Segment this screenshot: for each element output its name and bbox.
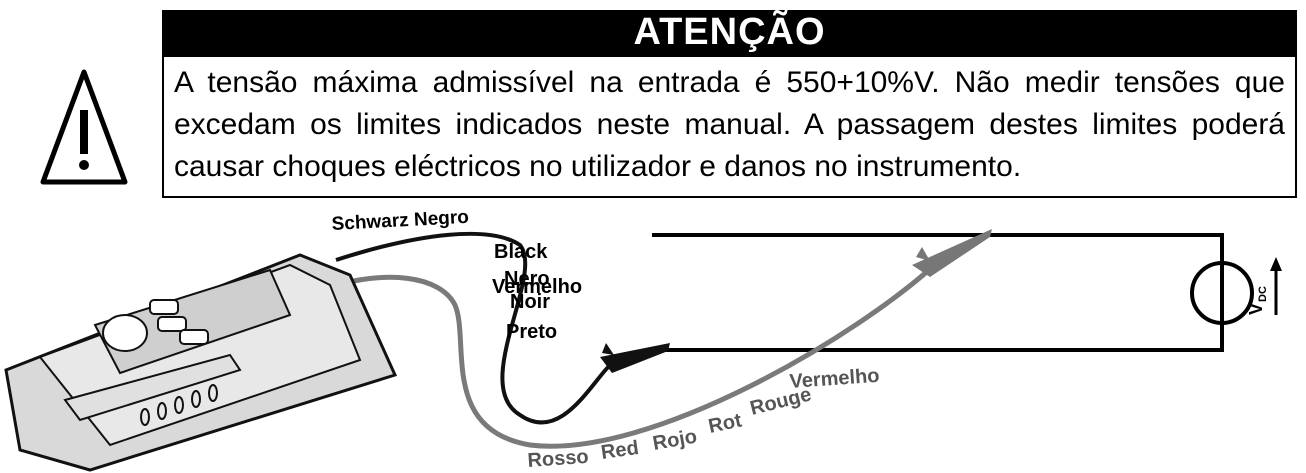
label-rosso: Rosso — [527, 446, 590, 472]
circuit — [652, 233, 1224, 352]
label-red: Red — [600, 437, 640, 464]
warning-title: ATENÇÃO — [162, 10, 1297, 55]
label-vermelho-overlay: Vermelho — [492, 276, 582, 298]
voltage-label: V — [1246, 303, 1266, 315]
label-rojo: Rojo — [651, 426, 699, 455]
label-preto: Preto — [506, 321, 557, 343]
voltage-sub-label: DC — [1257, 286, 1269, 302]
label-black: Black — [494, 241, 548, 263]
label-rot: Rot — [706, 409, 743, 438]
label-schwarz-negro: Schwarz Negro — [331, 207, 469, 235]
warning-text: A tensão máxima admissível na entrada é … — [162, 55, 1297, 198]
warning-triangle-icon — [40, 69, 128, 185]
red-clip — [912, 229, 992, 277]
dc-voltage-source-icon — [1190, 257, 1282, 325]
warning-box: ATENÇÃO A tensão máxima admissível na en… — [162, 10, 1297, 198]
label-vermelho: Vermelho — [789, 365, 880, 393]
label-noir: Noir — [510, 291, 550, 313]
connection-diagram: V DC Schwarz Negro Black Nero Noir Preto… — [4, 207, 1282, 472]
label-nero: Nero — [504, 268, 550, 290]
black-lead — [335, 231, 612, 425]
red-lead — [329, 258, 942, 449]
black-clip — [600, 343, 670, 373]
instrument-icon — [4, 253, 398, 472]
